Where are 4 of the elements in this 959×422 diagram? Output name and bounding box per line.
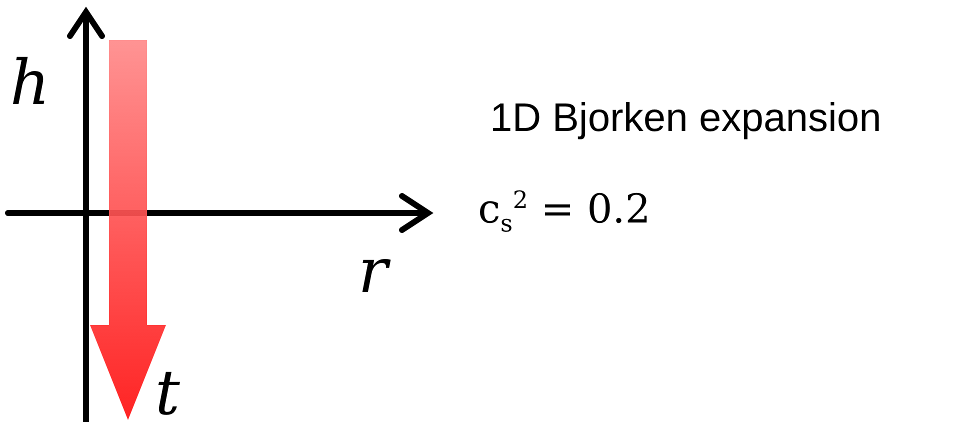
axis-label: t	[155, 362, 180, 422]
axis-label: h	[10, 52, 50, 114]
formula-text: c$_{s}$$^{2}$ = 0.2	[478, 188, 651, 236]
heading-text: 1D Bjorken expansion	[490, 98, 882, 138]
